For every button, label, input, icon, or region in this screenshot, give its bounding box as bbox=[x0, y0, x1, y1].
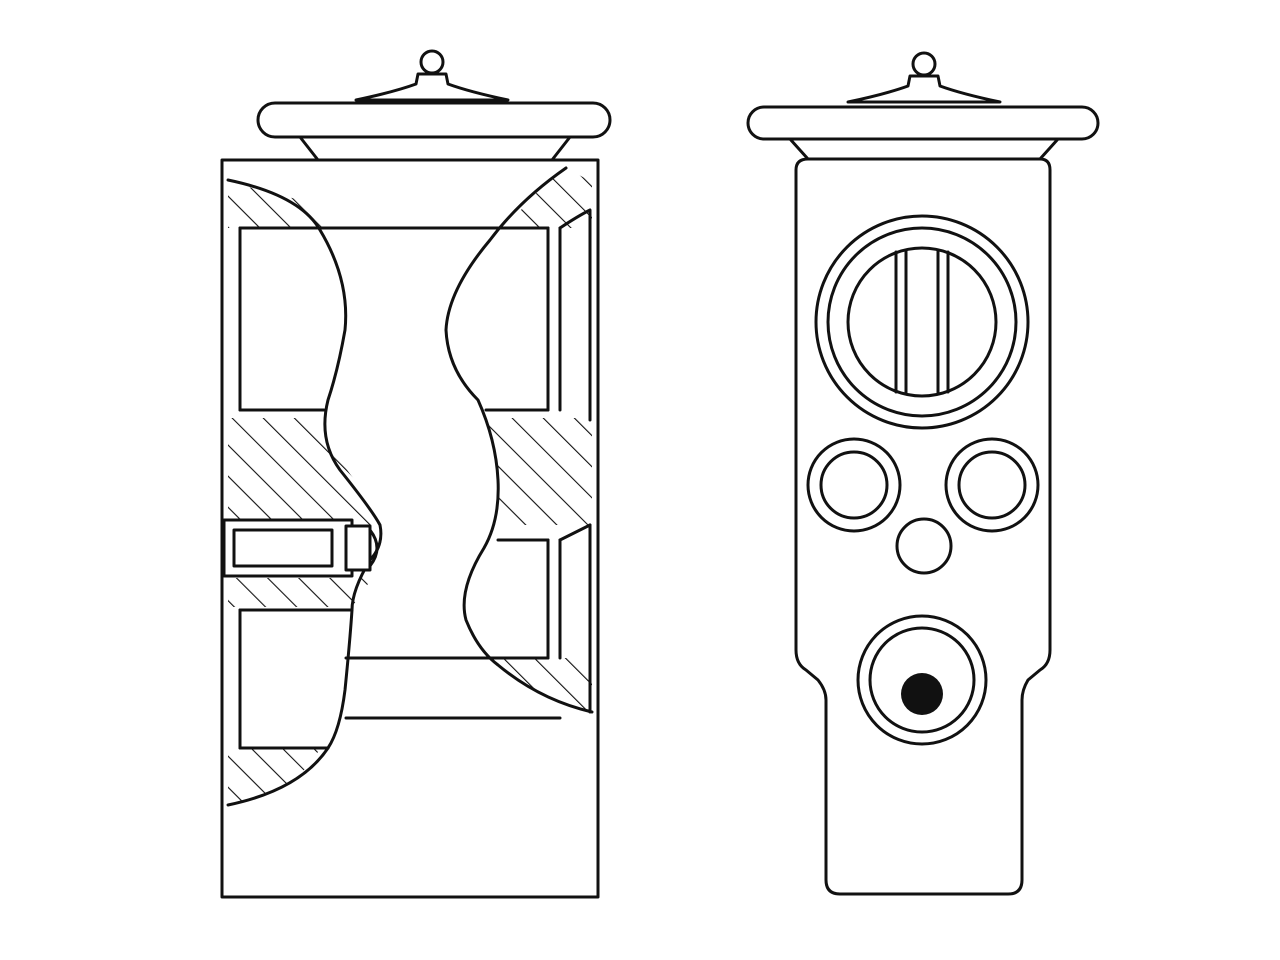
internal-channels bbox=[238, 208, 592, 750]
front-view bbox=[746, 51, 1100, 896]
right-body-outline bbox=[794, 157, 1052, 896]
cutaway-view bbox=[220, 49, 612, 899]
hatched-section-top-left bbox=[228, 182, 325, 228]
hatched-section-lower-right bbox=[490, 658, 592, 712]
break-line-left bbox=[226, 178, 383, 807]
break-line-right bbox=[444, 166, 594, 714]
side-pin bbox=[222, 518, 379, 578]
mid-port-right bbox=[944, 437, 1040, 533]
left-diaphragm-cap bbox=[256, 49, 612, 162]
hatched-section-bottom-left bbox=[228, 748, 320, 805]
hatched-section-top-right bbox=[508, 168, 592, 228]
mid-port-left bbox=[806, 437, 902, 533]
lower-port-dot bbox=[901, 673, 943, 715]
upper-port bbox=[814, 214, 1030, 430]
right-diaphragm-cap bbox=[746, 51, 1100, 161]
center-hole bbox=[895, 517, 953, 575]
hatched-section-mid-right bbox=[486, 418, 592, 525]
hatched-section-mid-left bbox=[228, 418, 382, 525]
lower-port bbox=[856, 614, 988, 746]
left-body-outline bbox=[220, 158, 600, 899]
hatched-section-lower-left bbox=[228, 578, 372, 607]
